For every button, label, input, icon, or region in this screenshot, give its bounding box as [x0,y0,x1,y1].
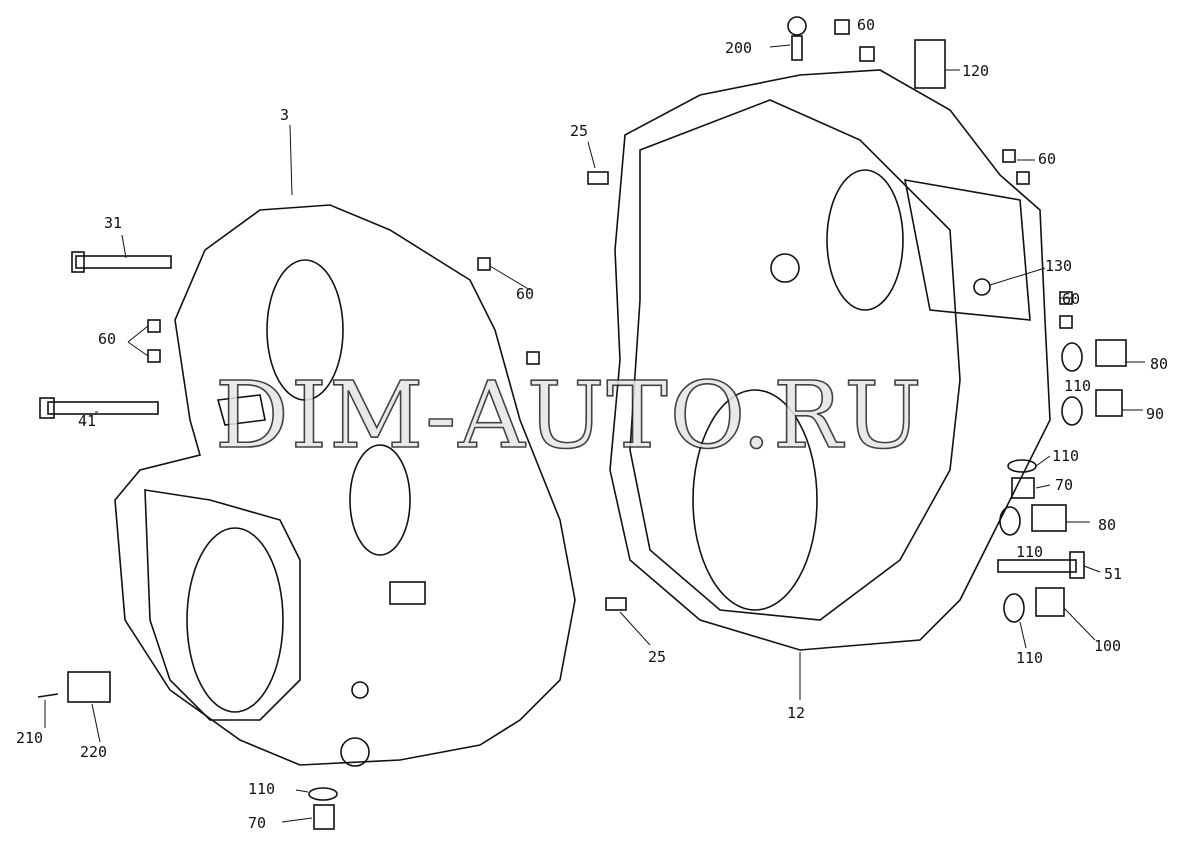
callout-25: 25 [648,648,667,666]
callout-130: 130 [1045,257,1073,275]
callout-60: 60 [98,330,117,348]
front-housing-part-3 [114,204,576,767]
rear-housing-part-12 [609,69,1051,651]
callout-31: 31 [104,214,123,232]
callout-120: 120 [962,62,990,80]
callout-70: 70 [1055,476,1074,494]
callout-210: 210 [16,729,44,747]
callout-80: 80 [1150,355,1169,373]
callout-100: 100 [1094,637,1122,655]
callout-70: 70 [248,814,267,832]
callout-12: 12 [787,704,806,722]
small-parts [37,16,1127,830]
watermark: DIM-AUTO.RU [214,361,924,470]
callout-60: 60 [1062,290,1081,308]
callout-60: 60 [1038,150,1057,168]
callout-90: 90 [1146,405,1165,423]
callout-51: 51 [1104,565,1123,583]
callout-60: 60 [516,285,535,303]
callout-220: 220 [80,743,108,761]
callout-80: 80 [1098,516,1117,534]
leader-lines [44,44,1145,823]
callout-110: 110 [1052,447,1080,465]
callout-110: 110 [1016,649,1044,667]
callout-110: 110 [1016,543,1044,561]
callout-200: 200 [725,39,753,57]
callout-3: 3 [280,106,290,124]
callout-60: 60 [857,16,876,34]
callout-25: 25 [570,122,589,140]
callout-110: 110 [1064,377,1092,395]
callout-110: 110 [248,780,276,798]
callout-41: 41 [78,412,97,430]
